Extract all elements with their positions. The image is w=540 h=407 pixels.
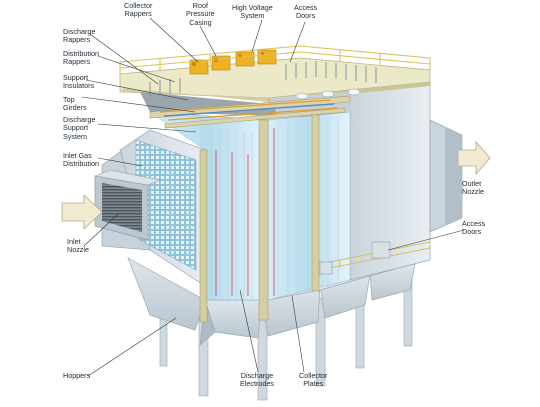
label-in-line1: Inlet	[67, 237, 81, 246]
label-roof-pressure-casing: Roof Pressure Casing	[186, 1, 215, 27]
label-hv-line1: High Voltage	[232, 3, 273, 12]
label-cp-line2: Plates	[303, 379, 324, 389]
label-distribution-rappers: Distribution Rappers	[63, 49, 99, 67]
label-tg-line1: Top	[63, 95, 75, 104]
label-access-doors-side: Access Doors	[462, 219, 486, 237]
label-support-insulators: Support Insulators	[63, 73, 95, 91]
label-de-line1: Discharge	[240, 371, 274, 380]
label-inlet-nozzle: Inlet Nozzle	[67, 237, 89, 255]
label-si-line1: Support	[63, 73, 89, 82]
label-discharge-rappers: Discharge Rappers	[63, 27, 96, 45]
label-in-line2: Nozzle	[67, 245, 89, 255]
label-outlet-nozzle: Outlet Nozzle	[462, 179, 484, 197]
label-discharge-electrodes: Discharge Electrodes	[240, 371, 274, 389]
access-door-lower	[319, 261, 333, 275]
label-dss-line3: System	[63, 131, 87, 141]
label-roof-line1: Roof	[192, 1, 208, 10]
support-legs	[159, 267, 413, 401]
leader-lines	[81, 17, 465, 377]
label-access-doors-top: Access Doors	[294, 3, 318, 21]
label-roof-line2: Pressure	[186, 9, 215, 19]
label-roof-line3: Casing	[189, 17, 212, 27]
label-dr-line2: Rappers	[63, 35, 91, 45]
label-on-line2: Nozzle	[462, 187, 484, 197]
label-de-line2: Electrodes	[240, 379, 274, 389]
label-discharge-support-system: Discharge Support System	[63, 115, 96, 141]
access-door-side	[371, 241, 391, 259]
label-collector-rappers-line2: Rappers	[124, 9, 152, 19]
label-hoppers-line1: Hoppers	[63, 371, 91, 380]
label-inlet-gas-distribution: Inlet Gas Distribution	[63, 151, 99, 169]
label-dr-line1: Discharge	[63, 27, 96, 36]
label-cp-line1: Collector	[299, 371, 328, 380]
label-dist-line1: Distribution	[63, 49, 99, 58]
label-high-voltage-system: High Voltage System	[232, 3, 273, 21]
label-on-line1: Outlet	[462, 179, 482, 188]
label-igd-line2: Distribution	[63, 159, 99, 169]
label-dss-line2: Support	[63, 123, 89, 133]
label-hv-line2: System	[240, 11, 265, 21]
label-access-top-line2: Doors	[295, 11, 316, 21]
label-collector-rappers: Collector Rappers	[124, 1, 153, 19]
inlet-transition	[93, 129, 206, 287]
label-si-line2: Insulators	[63, 81, 95, 91]
roof-railing	[119, 45, 431, 74]
outlet-arrow	[457, 140, 491, 176]
label-top-girders: Top Girders	[63, 95, 87, 113]
label-ads-line1: Access	[462, 219, 486, 228]
label-hoppers: Hoppers	[63, 371, 91, 380]
label-tg-line2: Girders	[63, 103, 87, 113]
hoppers-group	[127, 257, 416, 346]
plate-field	[149, 95, 351, 323]
label-collector-rappers-line1: Collector	[124, 1, 153, 10]
label-collector-plates: Collector Plates	[299, 371, 328, 389]
inlet-arrow	[61, 194, 103, 230]
label-igd-line1: Inlet Gas	[63, 151, 92, 160]
label-dss-line1: Discharge	[63, 115, 96, 124]
label-access-top-line1: Access	[294, 3, 318, 12]
label-dist-line2: Rappers	[63, 57, 91, 67]
label-ads-line2: Doors	[462, 227, 482, 237]
